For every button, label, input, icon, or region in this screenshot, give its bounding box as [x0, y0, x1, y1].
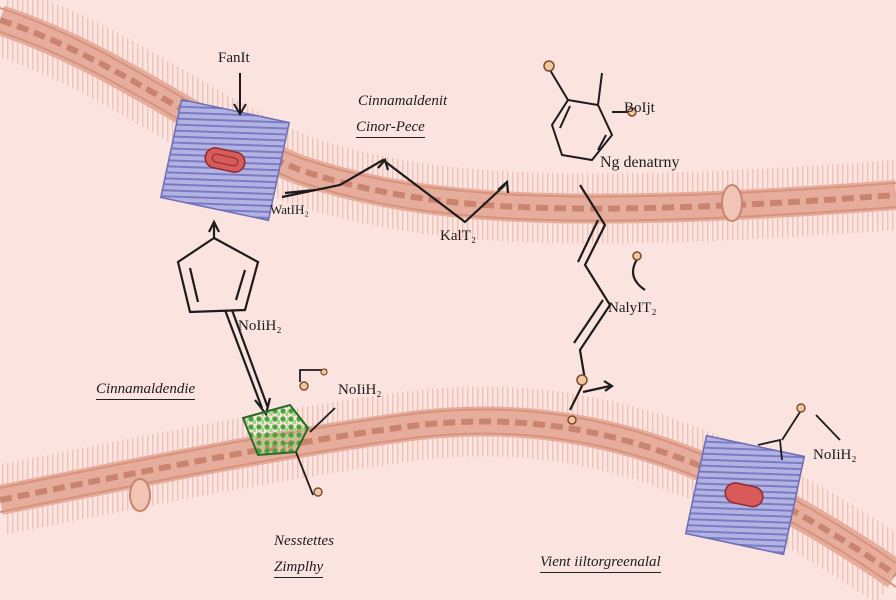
watih-label: WatIH₂ [270, 202, 309, 217]
bolit-label: BoIjt [624, 100, 655, 116]
channel-protein-icon [684, 434, 806, 556]
vient-label: Vient iiltorgreenalal [540, 554, 661, 573]
kalt-label: KalT₂ [440, 228, 477, 244]
nolih-left-label: NoIiH₂ [238, 318, 282, 334]
nolih-mid-label: NoIiH₂ [338, 382, 382, 398]
ring-structure-icon [543, 60, 637, 162]
ng-denatrny-label: Ng denatrny [600, 154, 680, 171]
arrow-down-icon [233, 73, 247, 116]
ring-structure-icon [176, 219, 272, 417]
upper-membrane [0, 0, 896, 244]
channel-protein-icon [159, 98, 291, 222]
vesicle-icon [241, 403, 336, 497]
nesstettes-label: Nesstettes [274, 533, 334, 549]
nolih-right-label: NoIiH₂ [813, 447, 857, 463]
cinnamaldenit-label: Cinnamaldenit [358, 93, 448, 109]
zimplhy-label: Zimplhy [274, 559, 324, 578]
nalyit-label: NalyIT₂ [608, 300, 657, 316]
molecule-icon [567, 184, 646, 425]
molecule-icon [299, 368, 841, 461]
molecule-icon [281, 157, 510, 224]
fanit-label: FanIt [218, 50, 250, 66]
cinnamaldendie-label: Cinnamaldendie [96, 381, 196, 400]
cinor-pece-label: Cinor-Pece [356, 119, 425, 138]
